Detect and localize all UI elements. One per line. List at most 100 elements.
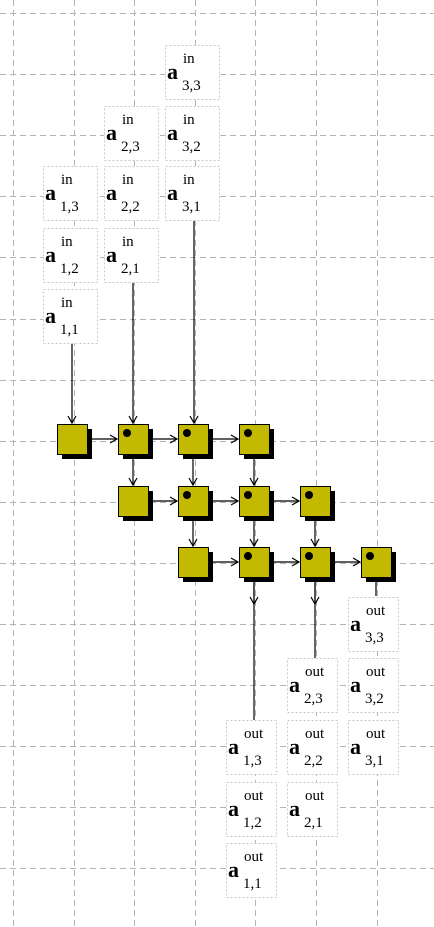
label-base: a (45, 242, 56, 267)
label-box (226, 843, 277, 898)
label-subscript: 1,1 (60, 322, 79, 338)
label-base: a (228, 734, 239, 759)
label-superscript: out (366, 664, 386, 680)
cell-body (300, 547, 331, 578)
label-box (348, 658, 399, 713)
label-superscript: out (305, 726, 325, 742)
connection-lines (67, 221, 377, 720)
label-base: a (350, 672, 361, 697)
label-box (287, 720, 338, 775)
label-superscript: in (122, 112, 134, 128)
label-base: a (167, 120, 178, 145)
cell-body (300, 486, 331, 517)
cell-dot (183, 429, 191, 437)
label-subscript: 1,1 (243, 876, 262, 892)
label-superscript: out (366, 726, 386, 742)
label-superscript: out (366, 603, 386, 619)
label-superscript: in (183, 172, 195, 188)
label-subscript: 2,2 (304, 753, 323, 769)
label-superscript: in (61, 172, 73, 188)
cell-body (178, 424, 209, 455)
processor-grid (57, 424, 396, 582)
label-subscript: 1,3 (243, 753, 262, 769)
cell-dot (244, 491, 252, 499)
label-subscript: 3,3 (182, 78, 201, 94)
label-base: a (228, 796, 239, 821)
cell-body (57, 424, 88, 455)
label-base: a (289, 734, 300, 759)
label-subscript: 3,3 (365, 630, 384, 646)
label-superscript: in (183, 51, 195, 67)
label-box (348, 720, 399, 775)
label-box (287, 658, 338, 713)
label-superscript: out (244, 849, 264, 865)
cell-body (118, 424, 149, 455)
label-base: a (167, 59, 178, 84)
cell-body (118, 486, 149, 517)
label-superscript: in (122, 234, 134, 250)
processor-cell (239, 486, 274, 521)
label-superscript: out (305, 664, 325, 680)
label-base: a (350, 734, 361, 759)
label-subscript: 2,3 (121, 139, 140, 155)
label-box (165, 166, 220, 221)
label-base: a (228, 857, 239, 882)
label-base: a (106, 180, 117, 205)
label-box (287, 782, 338, 837)
cell-dot (183, 491, 191, 499)
processor-cell (118, 424, 153, 459)
label-box (104, 228, 159, 283)
cell-body (361, 547, 392, 578)
processor-cell (361, 547, 396, 582)
cell-dot (244, 429, 252, 437)
label-subscript: 3,2 (365, 691, 384, 707)
label-box (165, 45, 220, 100)
processor-cell (239, 547, 274, 582)
label-base: a (45, 180, 56, 205)
label-superscript: in (183, 112, 195, 128)
label-subscript: 3,1 (365, 753, 384, 769)
label-subscript: 1,3 (60, 199, 79, 215)
label-box (43, 228, 98, 283)
label-subscript: 1,2 (243, 815, 262, 831)
processor-cell (57, 424, 92, 459)
cell-dot (123, 429, 131, 437)
label-superscript: in (61, 234, 73, 250)
label-base: a (106, 120, 117, 145)
label-box (104, 106, 159, 161)
processor-cell (178, 424, 213, 459)
label-superscript: in (61, 295, 73, 311)
label-base: a (45, 303, 56, 328)
label-superscript: out (244, 788, 264, 804)
label-subscript: 2,1 (304, 815, 323, 831)
label-superscript: out (244, 726, 264, 742)
cell-body (178, 486, 209, 517)
cell-body (239, 424, 270, 455)
label-subscript: 1,2 (60, 261, 79, 277)
label-subscript: 3,1 (182, 199, 201, 215)
label-base: a (106, 242, 117, 267)
label-box (43, 289, 98, 344)
label-subscript: 2,1 (121, 261, 140, 277)
cell-dot (305, 491, 313, 499)
label-base: a (289, 672, 300, 697)
processor-cell (118, 486, 153, 521)
label-base: a (167, 180, 178, 205)
label-subscript: 2,3 (304, 691, 323, 707)
processor-cell (178, 547, 213, 582)
